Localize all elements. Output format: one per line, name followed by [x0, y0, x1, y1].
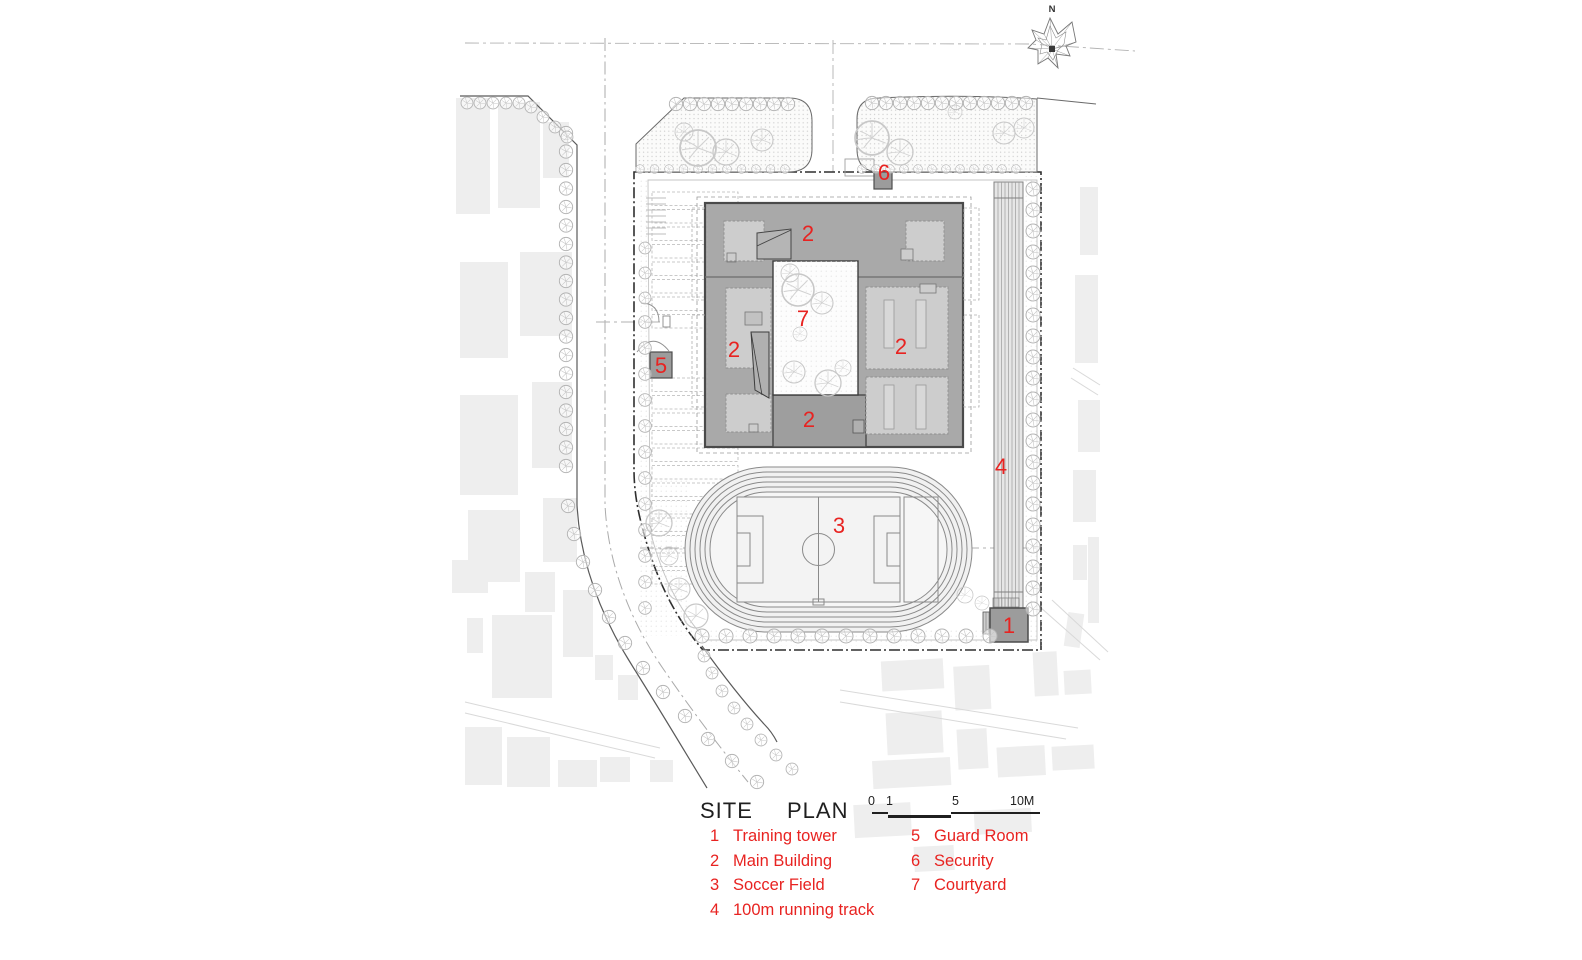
soccer-field	[684, 466, 973, 633]
legend-column-1: 1 Training tower 2 Main Building 3 Socce…	[710, 827, 874, 925]
road-east-edge-below-site	[701, 645, 778, 743]
legend-item-courtyard: 7 Courtyard	[911, 876, 1028, 901]
courtyard	[772, 260, 859, 397]
compass-rose: N	[1027, 4, 1077, 70]
scale-bar-segment	[872, 812, 888, 814]
legend-label: Training tower	[733, 827, 837, 845]
marker-running-track: 4	[995, 454, 1007, 479]
building-details	[726, 228, 937, 434]
marker-guard-room: 5	[655, 353, 667, 378]
plan-markers: 2 2 2 2 7 5 6 4 3 1	[655, 160, 1015, 638]
legend-label: Security	[934, 851, 994, 870]
legend-label: Guard Room	[934, 827, 1029, 845]
road-centerline	[604, 38, 749, 783]
marker-main-building-bottom: 2	[803, 407, 815, 432]
main-building	[691, 196, 980, 454]
scale-tick-10m: 10M	[1010, 794, 1035, 808]
context-roads	[464, 367, 1109, 759]
road	[460, 38, 778, 789]
plan-title-word-1: SITE	[700, 798, 753, 823]
legend-num: 6	[911, 851, 921, 870]
scale-bar-segment	[888, 815, 951, 818]
guard-room	[649, 351, 673, 379]
legend-num: 2	[710, 851, 720, 870]
context-buildings	[452, 98, 1100, 873]
legend-num: 1	[710, 827, 720, 845]
legend-item-main-building: 2 Main Building	[710, 852, 874, 877]
legend-num: 7	[911, 876, 921, 895]
scale-bar-segment	[951, 812, 1040, 814]
side-court	[903, 496, 939, 603]
legend-num: 3	[710, 876, 720, 895]
compass-north-label: N	[1049, 4, 1056, 15]
marker-training-tower: 1	[1003, 613, 1015, 638]
building-walkways	[691, 207, 980, 408]
scale-tick-5: 5	[952, 794, 959, 808]
marker-main-building-top: 2	[802, 221, 814, 246]
legend-label: Main Building	[733, 851, 833, 870]
security-hut	[873, 171, 893, 190]
road-west-edge	[460, 95, 708, 789]
running-track	[993, 181, 1024, 609]
legend-item-soccer-field: 3 Soccer Field	[710, 876, 874, 901]
legend-label: 100m running track	[733, 900, 875, 919]
legend-label: Courtyard	[934, 876, 1007, 895]
south-wing	[772, 394, 867, 448]
marker-soccer-field: 3	[833, 513, 845, 538]
marker-main-building-left: 2	[728, 337, 740, 362]
legend-column-2: 5 Guard Room 6 Security 7 Courtyard	[911, 827, 1028, 901]
scale-tick-1: 1	[886, 794, 893, 808]
legend-label: Soccer Field	[733, 876, 825, 895]
legend-item-security: 6 Security	[911, 852, 1028, 877]
marker-courtyard: 7	[797, 306, 809, 331]
building-rooms	[723, 220, 949, 435]
legend-item-running-track: 4 100m running track	[710, 901, 874, 926]
marker-main-building-right: 2	[895, 334, 907, 359]
legend-item-guard-room: 5 Guard Room	[911, 827, 1028, 852]
legend-num: 5	[911, 827, 921, 845]
legend-item-training-tower: 1 Training tower	[710, 827, 874, 852]
plan-title-word-2: PLAN	[787, 798, 849, 823]
scale-tick-0: 0	[868, 794, 875, 808]
legend-num: 4	[710, 900, 720, 919]
marker-security: 6	[878, 160, 890, 185]
